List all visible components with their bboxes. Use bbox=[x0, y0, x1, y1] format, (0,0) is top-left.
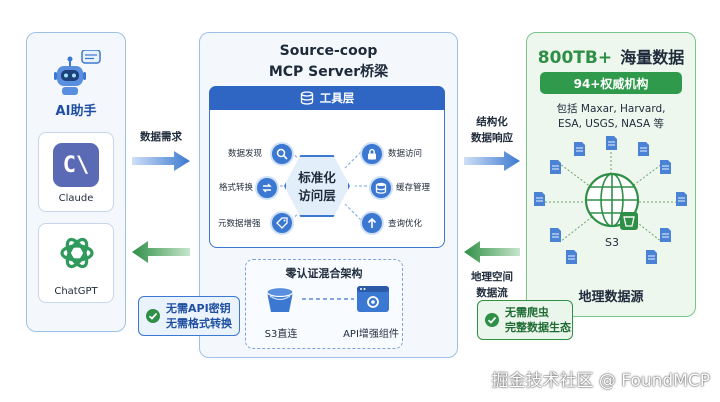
structured-response-line1: 结构化 bbox=[476, 116, 508, 128]
op-metadata-enhance-label: 元数据增强 bbox=[218, 219, 261, 229]
api-component-label: API增强组件 bbox=[343, 329, 399, 340]
tag-icon[interactable] bbox=[270, 211, 294, 235]
chatgpt-label: ChatGPT bbox=[54, 286, 98, 297]
tool-layer-title: 工具层 bbox=[319, 91, 355, 105]
s3-direct-label: S3直连 bbox=[264, 329, 298, 340]
geo-data-source-label: 地理数据源 bbox=[578, 290, 644, 305]
chatgpt-card[interactable]: ChatGPT bbox=[38, 223, 114, 303]
no-api-key-badge: 无需API密钥 无需格式转换 bbox=[138, 296, 240, 336]
arrow-to-ai-response bbox=[132, 241, 190, 263]
s3-globe-label: S3 bbox=[605, 236, 619, 249]
check-circle-icon bbox=[485, 313, 499, 327]
institutions-badge: 94+权威机构 bbox=[540, 72, 682, 94]
lock-icon[interactable] bbox=[360, 142, 384, 166]
watermark: 掘金技术社区 @ FoundMCP bbox=[491, 371, 710, 391]
op-cache-manage-label: 缓存管理 bbox=[396, 183, 431, 193]
database-icon bbox=[300, 91, 313, 105]
chatgpt-logo-icon bbox=[60, 237, 94, 269]
no-crawler-badge: 无需爬虫 完整数据生态 bbox=[477, 300, 573, 340]
data-request-label: 数据需求 bbox=[140, 131, 182, 143]
institutions-text: 94+权威机构 bbox=[573, 76, 649, 91]
claude-logo-icon: C\ bbox=[53, 143, 99, 187]
mcp-title-line2: MCP Server桥梁 bbox=[268, 64, 389, 80]
geo-stream-line2: 数据流 bbox=[476, 287, 508, 299]
convert-icon[interactable] bbox=[255, 176, 279, 200]
data-volume-text: 海量数据 bbox=[620, 48, 685, 67]
s3-bucket-icon bbox=[266, 286, 294, 312]
s3-small-bucket-icon bbox=[620, 212, 638, 230]
hub-label-line1: 标准化 bbox=[298, 170, 336, 185]
no-api-key-text: 无需API密钥 bbox=[166, 302, 231, 315]
arrow-data-request bbox=[132, 151, 190, 171]
cache-database-icon[interactable] bbox=[369, 176, 393, 200]
ai-assistant-title: AI助手 bbox=[55, 104, 97, 119]
data-volume-number: 800TB+ bbox=[537, 48, 613, 68]
op-format-convert-label: 格式转换 bbox=[219, 183, 254, 193]
dashed-link bbox=[302, 298, 354, 300]
op-data-discovery-label: 数据发现 bbox=[228, 149, 263, 159]
arrow-up-icon[interactable] bbox=[360, 211, 384, 235]
includes-line1: 包括 Maxar, Harvard, bbox=[556, 103, 666, 115]
op-data-access-label: 数据访问 bbox=[388, 149, 423, 159]
no-format-convert-text: 无需格式转换 bbox=[166, 317, 232, 330]
full-ecosystem-text: 完整数据生态 bbox=[505, 321, 571, 334]
no-crawler-text: 无需爬虫 bbox=[505, 306, 549, 319]
data-volume-title: 800TB+ 海量数据 bbox=[526, 44, 696, 68]
check-circle-icon bbox=[146, 309, 160, 323]
api-window-icon bbox=[357, 286, 389, 312]
claude-card[interactable]: C\ Claude bbox=[38, 132, 114, 212]
arrow-geo-stream bbox=[464, 241, 520, 263]
search-icon[interactable] bbox=[270, 142, 294, 166]
hybrid-architecture-title: 零认证混合架构 bbox=[285, 267, 363, 280]
structured-response-line2: 数据响应 bbox=[471, 132, 513, 144]
tool-layer-header: 工具层 bbox=[209, 86, 445, 110]
op-query-optimize-label: 查询优化 bbox=[388, 219, 423, 229]
geo-stream-line1: 地理空间 bbox=[471, 271, 513, 283]
robot-icon bbox=[54, 50, 101, 95]
mcp-title-line1: Source-coop bbox=[279, 43, 378, 59]
includes-line2: ESA, USGS, NASA 等 bbox=[557, 118, 665, 130]
claude-label: Claude bbox=[58, 193, 94, 204]
arrow-structured-response bbox=[464, 151, 520, 171]
hub-label-line2: 访问层 bbox=[298, 188, 336, 203]
